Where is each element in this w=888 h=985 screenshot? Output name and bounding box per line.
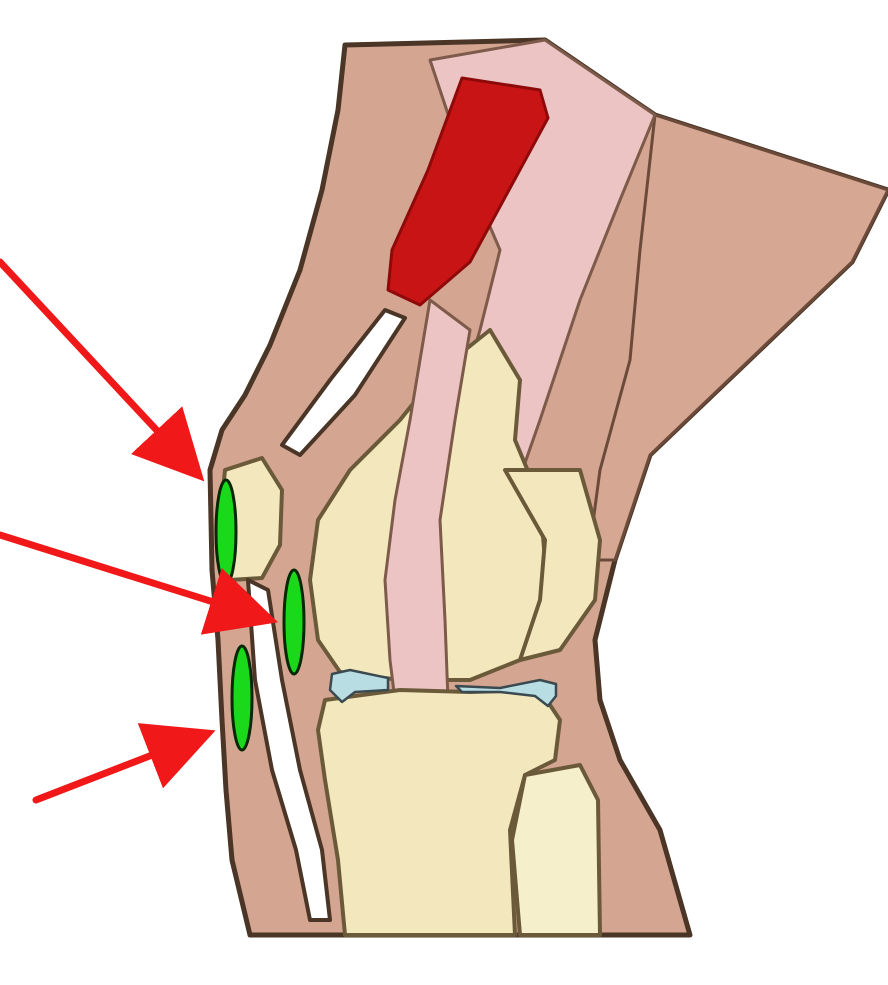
superficial-infrapatellar-bursa — [232, 646, 252, 750]
prepatellar-bursa — [216, 480, 236, 584]
arrow-to-superficial-infrapatellar-bursa — [36, 738, 196, 800]
arrow-to-prepatellar-bursa — [0, 262, 190, 466]
fibula — [512, 765, 600, 935]
deep-infrapatellar-bursa — [284, 570, 304, 674]
